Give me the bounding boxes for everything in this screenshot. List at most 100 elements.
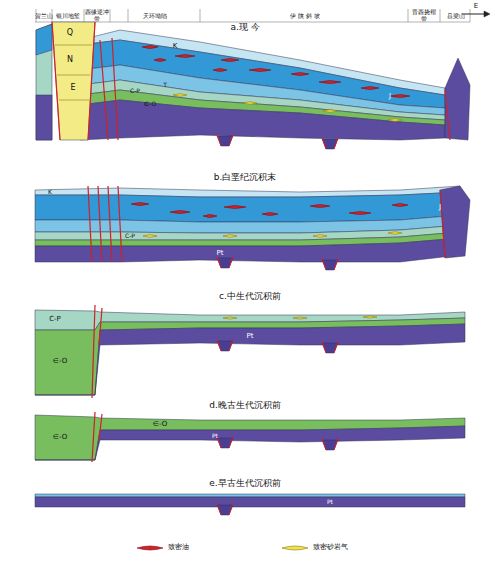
reservoir-lens: [249, 69, 271, 72]
panel-title: a.现 今: [230, 23, 259, 33]
geology-shape: [36, 24, 52, 140]
panel-title: d.晚古生代沉积前: [209, 401, 281, 411]
legend-label: 致密油: [168, 544, 189, 552]
layer-label: N: [67, 56, 73, 65]
fault-line: [118, 186, 122, 262]
layer-label: ∈-O: [53, 358, 67, 366]
layer-label: J: [389, 93, 391, 101]
reservoir-lens: [223, 235, 237, 238]
reservoir-lens: [223, 317, 237, 319]
fault-line: [334, 341, 338, 353]
zone-label: 吕梁山: [447, 13, 465, 20]
layer-label: J: [439, 204, 441, 212]
reservoir-lens: [170, 211, 190, 214]
layer-label: K: [48, 189, 52, 196]
geology-shape: [35, 497, 465, 507]
reservoir-lens: [282, 546, 308, 550]
fault-line: [92, 305, 95, 398]
layer-label: C-P: [125, 233, 135, 240]
reservoir-lens: [137, 546, 163, 550]
fault-line: [217, 339, 221, 351]
reservoir-lens: [154, 59, 166, 62]
zone-label: 贺兰山: [35, 13, 53, 20]
fault-line: [128, 9, 129, 22]
fault-line: [322, 137, 326, 149]
fault-line: [470, 9, 471, 22]
reservoir-lens: [175, 55, 195, 58]
fault-line: [217, 134, 221, 146]
geology-shape: [52, 22, 95, 140]
fault-line: [88, 22, 95, 140]
layer-label: Pt: [247, 333, 254, 341]
fault-line: [200, 9, 201, 22]
reservoir-lens: [319, 81, 341, 84]
reservoir-lens: [323, 110, 337, 113]
legend-label: 致密砂岩气: [313, 544, 348, 552]
fault-line: [445, 90, 450, 140]
geology-shape: [36, 24, 52, 55]
reservoir-lens: [392, 204, 408, 207]
layer-label: E: [70, 84, 75, 93]
fault-line: [100, 40, 108, 140]
geology-shape: [35, 318, 465, 395]
fault-line: [84, 9, 85, 22]
layer-label: K: [173, 43, 178, 51]
geology-shape: [35, 494, 465, 497]
fault-line: [322, 438, 326, 450]
reservoir-lens: [313, 235, 327, 238]
fault-line: [334, 137, 338, 149]
reservoir-lens: [388, 232, 402, 235]
reservoir-lens: [243, 102, 257, 105]
geology-shape: [484, 11, 490, 17]
reservoir-lens: [143, 235, 157, 238]
zone-label: 伊 陕 斜 坡: [290, 13, 320, 20]
fault-line: [112, 38, 118, 140]
reservoir-lens: [131, 203, 149, 206]
geology-shape: [35, 238, 460, 262]
layer-label: ∈-O: [153, 421, 167, 429]
reservoir-lens: [293, 317, 307, 319]
fault-line: [229, 339, 233, 351]
geology-shape: [440, 186, 470, 258]
panel-title: e.早古生代沉积前: [209, 479, 280, 489]
reservoir-lens: [363, 316, 377, 318]
layer-label: ∈-O: [144, 101, 156, 108]
zone-label: 银川地堑: [56, 13, 80, 20]
geology-shape: [445, 58, 470, 140]
reservoir-lens: [390, 95, 410, 98]
reservoir-lens: [349, 212, 371, 215]
direction-arrow: [462, 14, 486, 15]
layer-label: Q: [67, 29, 73, 38]
panel-title: c.中生代沉积前: [219, 292, 281, 302]
reservoir-lens: [262, 213, 278, 216]
reservoir-lens: [388, 119, 402, 122]
layer-label: C-P: [49, 316, 61, 324]
layer-label: Pt: [212, 433, 218, 440]
fault-line: [440, 9, 441, 22]
fault-line: [55, 45, 92, 46]
zone-label: 西缘逆冲带: [85, 9, 109, 22]
zone-label: 晋西挠褶带: [412, 9, 436, 22]
reservoir-lens: [291, 73, 309, 76]
fault-line: [88, 186, 92, 262]
reservoir-lens: [224, 206, 246, 209]
zone-label: E: [474, 3, 478, 11]
reservoir-lens: [221, 59, 239, 62]
zone-label: 天环坳陷: [143, 13, 167, 20]
layer-label: Pt: [327, 499, 333, 506]
reservoir-lens: [361, 87, 379, 90]
fault-line: [92, 412, 95, 462]
reservoir-lens: [173, 94, 187, 97]
fault-line: [334, 438, 338, 450]
fault-line: [99, 414, 102, 440]
reservoir-lens: [310, 205, 330, 208]
fault-line: [217, 256, 221, 268]
reservoir-lens: [213, 69, 227, 72]
fault-line: [59, 100, 89, 101]
geology-shape: [36, 95, 52, 140]
fault-line: [108, 186, 112, 262]
fault-line: [57, 75, 90, 76]
reservoir-lens: [142, 46, 158, 49]
layer-label: T: [163, 82, 167, 89]
